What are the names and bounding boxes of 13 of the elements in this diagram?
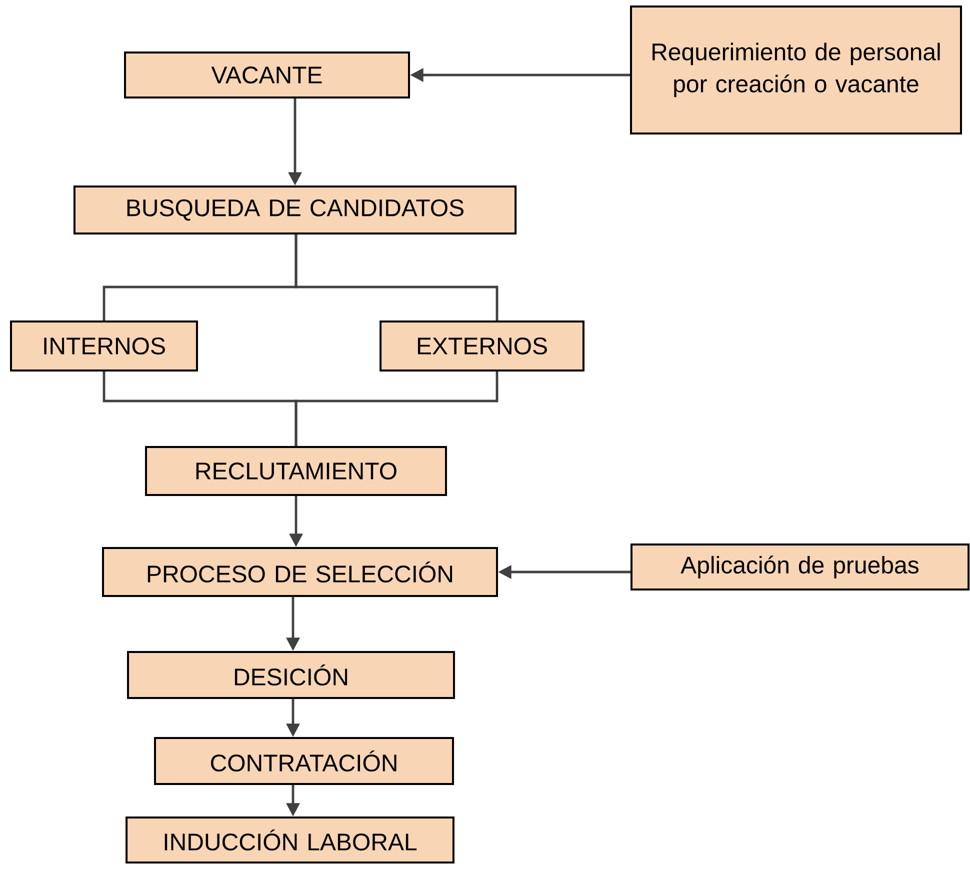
process-box: EXTERNOS bbox=[380, 320, 584, 372]
process-box: VACANTE bbox=[124, 51, 410, 99]
process-box: DESICIÓN bbox=[127, 651, 455, 699]
process-box: Aplicación de pruebas bbox=[630, 543, 970, 591]
connector-line bbox=[294, 234, 498, 320]
process-box: CONTRATACIÓN bbox=[154, 737, 454, 785]
process-box: BUSQUEDA DE CANDIDATOS bbox=[73, 186, 517, 234]
process-box: RECLUTAMIENTO bbox=[145, 446, 447, 496]
process-box: INTERNOS bbox=[10, 320, 198, 372]
process-box: INDUCCIÓN LABORAL bbox=[126, 816, 454, 864]
connector-line bbox=[294, 372, 498, 446]
process-box: PROCESO DE SELECCIÓN bbox=[102, 547, 498, 597]
process-box: Requerimiento de personal por creación o vacante bbox=[630, 6, 962, 134]
